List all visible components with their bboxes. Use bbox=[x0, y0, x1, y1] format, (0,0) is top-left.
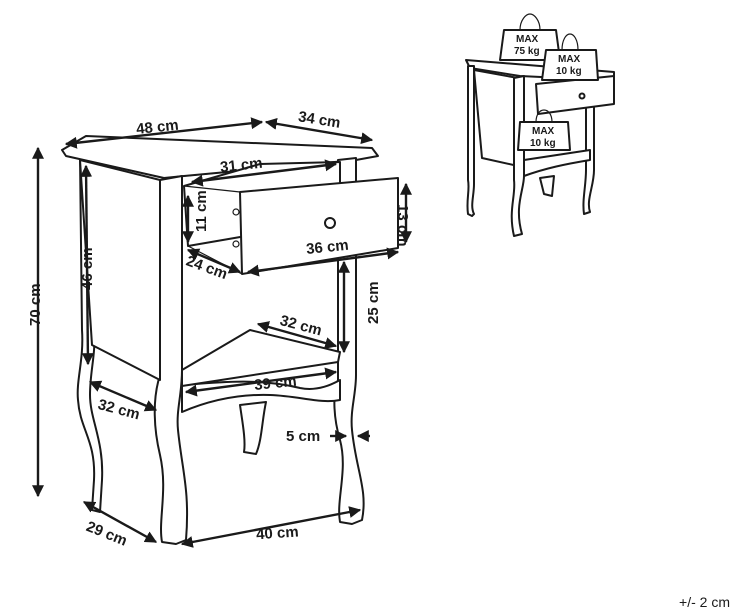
weight-drawer-label-1: MAX bbox=[558, 54, 581, 65]
nightstand-main bbox=[61, 135, 399, 545]
label-drawer-inner-width: 31 cm bbox=[219, 155, 263, 176]
label-drawer-front-width: 36 cm bbox=[305, 237, 349, 258]
label-shelf-gap: 25 cm bbox=[365, 281, 382, 324]
load-diagram: MAX 75 kg MAX 10 kg MAX 10 kg bbox=[465, 13, 615, 237]
drawer-slide-hole bbox=[232, 208, 240, 216]
weight-drawer-label-2: 10 kg bbox=[556, 66, 582, 77]
weight-shelf: MAX 10 kg bbox=[517, 109, 571, 151]
weight-top-label-1: MAX bbox=[516, 34, 539, 45]
label-leg-span-width: 40 cm bbox=[256, 523, 300, 543]
drawer-knob bbox=[324, 217, 336, 229]
weight-drawer: MAX 10 kg bbox=[541, 33, 599, 81]
weight-shelf-label-1: MAX bbox=[532, 126, 555, 137]
label-top-depth: 34 cm bbox=[297, 108, 342, 131]
label-leg-width: 5 cm bbox=[286, 428, 320, 445]
dimension-lines bbox=[32, 117, 412, 548]
label-total-height: 70 cm bbox=[27, 283, 44, 326]
weight-top-label-2: 75 kg bbox=[514, 46, 540, 57]
label-shelf-width: 39 cm bbox=[253, 373, 297, 394]
tolerance-note: +/- 2 cm bbox=[679, 594, 730, 610]
label-drawer-inner-height: 11 cm bbox=[193, 190, 210, 232]
front-left-leg bbox=[153, 175, 189, 545]
drawer-front bbox=[239, 177, 399, 275]
label-top-width: 48 cm bbox=[135, 117, 179, 138]
weight-shelf-label-2: 10 kg bbox=[530, 138, 556, 149]
label-drawer-front-height: 13 cm bbox=[394, 204, 411, 247]
label-side-height: 46 cm bbox=[79, 247, 96, 290]
back-right-leg bbox=[239, 401, 267, 455]
